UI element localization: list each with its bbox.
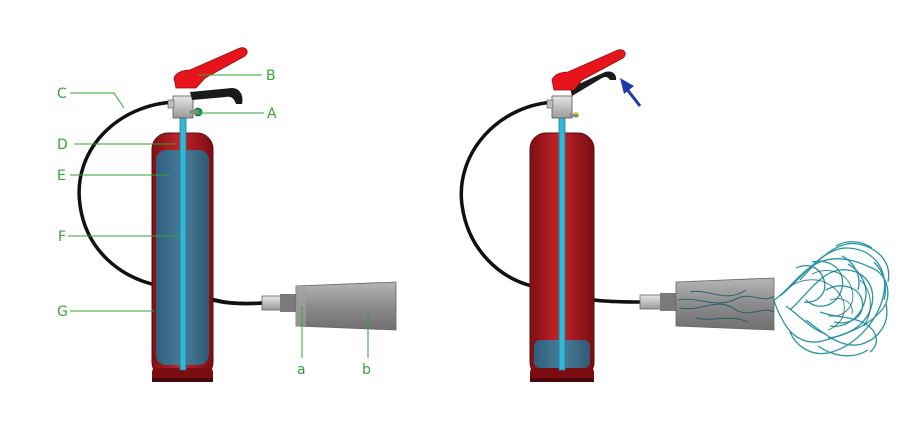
label-g: G [57, 304, 68, 320]
label-d: D [57, 137, 68, 153]
label-e: E [57, 168, 66, 184]
right-hose [459, 100, 557, 288]
leader-lines [68, 74, 369, 358]
right-nozzle-coupling [639, 294, 663, 310]
label-b-lower: b [362, 362, 371, 378]
left-nozzle-coupling [261, 295, 283, 311]
part-labels: B A C D E F G a b [57, 68, 371, 378]
left-siphon-tube [179, 111, 187, 371]
right-horn-nozzle [675, 277, 775, 331]
right-siphon-tube [558, 111, 566, 371]
right-trigger-lever [551, 49, 626, 91]
left-horn-nozzle [295, 281, 397, 331]
left-valve-body [172, 95, 194, 119]
label-f: F [58, 229, 66, 245]
right-extinguisher [459, 49, 775, 382]
left-extinguisher [77, 47, 397, 382]
label-c: C [57, 86, 67, 102]
right-lower-handle [570, 71, 617, 96]
left-lower-handle [190, 88, 243, 104]
arrow-up-left-icon [620, 78, 642, 107]
label-a-lower: a [297, 362, 306, 378]
label-a-upper: A [267, 106, 277, 122]
left-trigger-lever [173, 47, 248, 89]
label-b-upper: B [266, 68, 276, 84]
discharge-spray [773, 241, 890, 357]
